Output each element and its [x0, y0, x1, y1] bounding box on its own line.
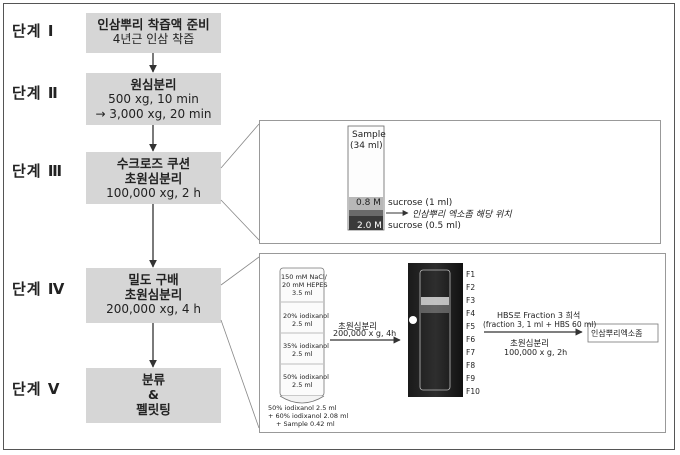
tube-photo-marker: [409, 316, 417, 324]
tube-photo-inner: [419, 269, 451, 391]
gradient-tube-bottom: [279, 395, 325, 404]
stage-5-title-1: 분류: [141, 372, 165, 387]
fraction-label-8: F8: [466, 361, 476, 370]
stage-2-detail-1: 500 xg, 10 min: [108, 92, 199, 106]
gradient-note-3: + Sample 0.42 ml: [276, 420, 335, 428]
stage-3-title-2: 초원심분리: [124, 171, 183, 186]
gradient-layer-3-line-1: 35% iodixanol: [283, 342, 329, 350]
gradient-layer-1-line-1: 150 mM NaCl/: [281, 273, 327, 281]
gradient-note-2: + 60% iodixanol 2.08 ml: [268, 412, 349, 420]
tube-photo-highlight: [421, 305, 449, 313]
stage-4-title-2: 초원심분리: [124, 287, 183, 302]
cushion-panel: [259, 120, 661, 244]
cushion-20-label: 2.0 M: [357, 221, 382, 231]
callout-line-4a: [220, 256, 260, 286]
result-label: 인삼뿌리엑소좀: [591, 329, 643, 338]
gradient-layer-1-line-3: 3.5 ml: [292, 289, 313, 297]
gradient-layer-3-line-2: 2.5 ml: [292, 350, 313, 358]
fraction-label-3: F3: [466, 296, 476, 305]
spin-title: 초원심분리: [338, 322, 378, 332]
stage-box-5: 분류 & 펠릿팅: [86, 368, 221, 423]
callout-line-4b: [220, 319, 260, 429]
spin-condition: 200,000 x g, 4h: [333, 329, 397, 338]
gradient-layer-4-line-1: 50% iodixanol: [283, 373, 329, 381]
stage-label-3: 단계 Ⅲ: [12, 162, 64, 180]
fraction-label-10: F10: [466, 387, 480, 396]
fraction-label-9: F9: [466, 374, 476, 383]
fraction-label-6: F6: [466, 335, 476, 344]
fraction-label-2: F2: [466, 283, 476, 292]
callout-line-3a: [220, 123, 260, 169]
gradient-layer-1-line-2: 20 mM HEPES: [282, 281, 328, 289]
stage-4-detail: 200,000 xg, 4 h: [106, 302, 201, 316]
callout-line-3b: [220, 199, 260, 241]
figure-frame: [3, 3, 675, 450]
stage-1-detail: 4년근 인삼 착즙: [112, 32, 195, 46]
dilute-detail: (fraction 3, 1 ml + HBS 60 ml): [483, 320, 597, 329]
stage-3-detail: 100,000 xg, 2 h: [106, 186, 201, 200]
stage-4-title-1: 밀도 구배: [128, 272, 179, 287]
cushion-sample-volume: (34 ml): [350, 141, 383, 151]
fraction-label-5: F5: [466, 322, 476, 331]
stage-box-2: 원심분리 500 xg, 10 min → 3,000 xg, 20 min: [86, 73, 221, 125]
stage-label-4: 단계 Ⅳ: [12, 280, 66, 298]
stage-box-3: 수크로즈 쿠션 초원심분리 100,000 xg, 2 h: [86, 152, 221, 204]
cushion-08-label: 0.8 M: [356, 198, 381, 208]
fraction-label-7: F7: [466, 348, 476, 357]
spin2-condition: 100,000 x g, 2h: [504, 348, 568, 357]
stage-label-1: 단계 Ⅰ: [12, 22, 55, 40]
cushion-arrow-note: 인삼뿌리 엑소좀 해당 위치: [412, 210, 512, 220]
cushion-layer-20: [349, 216, 383, 230]
stage-2-title: 원심분리: [130, 77, 177, 92]
stage-2-detail-2: → 3,000 xg, 20 min: [95, 107, 212, 121]
stage-label-5: 단계 Ⅴ: [12, 380, 61, 398]
dilute-title: HBS로 Fraction 3 희석: [497, 311, 581, 320]
stage-5-title-2: &: [148, 387, 159, 402]
tube-photo-band: [421, 297, 449, 305]
cushion-08-desc: sucrose (1 ml): [388, 198, 453, 208]
fraction-label-4: F4: [466, 309, 476, 318]
stage-box-4: 밀도 구배 초원심분리 200,000 xg, 4 h: [86, 268, 221, 323]
spin2-title: 초원심분리: [510, 339, 550, 349]
result-box: [587, 323, 659, 343]
cushion-sample-label: Sample: [352, 130, 386, 140]
fraction-label-1: F1: [466, 270, 476, 279]
gradient-note-1: 50% iodixanol 2.5 ml: [268, 404, 337, 412]
gradient-layer-2-line-2: 2.5 ml: [292, 320, 313, 328]
cushion-layer-08: [349, 197, 383, 213]
stage-label-2: 단계 Ⅱ: [12, 84, 59, 102]
stage-5-title-3: 펠릿팅: [136, 402, 171, 417]
tube-photo: [408, 263, 463, 397]
stage-1-title: 인삼뿌리 착즙액 준비: [97, 17, 210, 32]
cushion-20-desc: sucrose (0.5 ml): [388, 221, 461, 231]
stage-3-title-1: 수크로즈 쿠션: [116, 156, 191, 171]
gradient-layer-2-line-1: 20% iodixanol: [283, 312, 329, 320]
stage-box-1: 인삼뿌리 착즙액 준비 4년근 인삼 착즙: [86, 13, 221, 53]
gradient-layer-4-line-2: 2.5 ml: [292, 381, 313, 389]
cushion-band: [349, 210, 383, 216]
